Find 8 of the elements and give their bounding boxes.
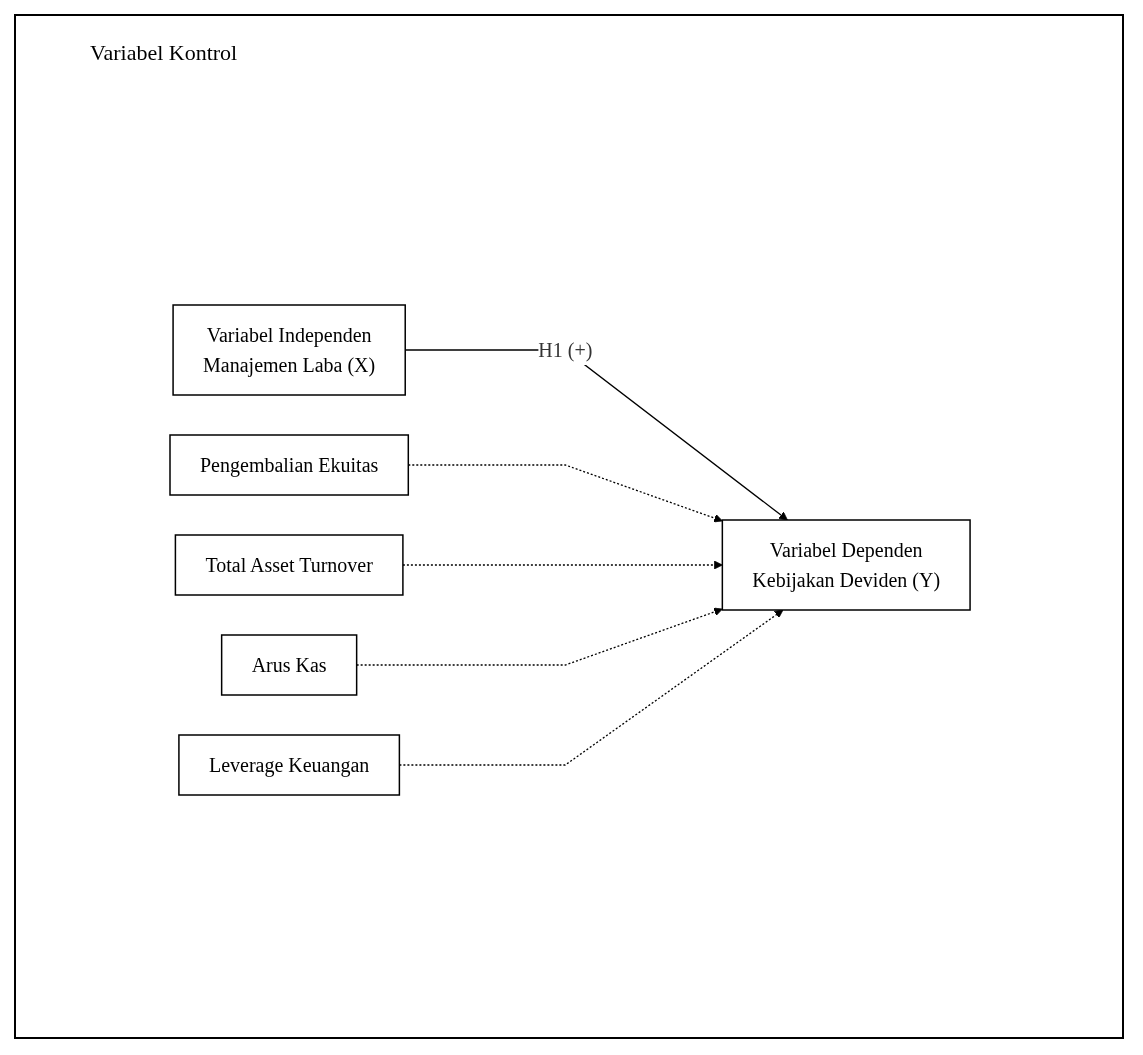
node-box: Variabel Independen Manajemen Laba (X) bbox=[172, 304, 406, 396]
group-heading: Variabel Kontrol bbox=[90, 40, 238, 66]
node-box: Variabel Dependen Kebijakan Deviden (Y) bbox=[721, 519, 971, 611]
node-box: Leverage Keuangan bbox=[178, 734, 401, 796]
node-box: Pengembalian Ekuitas bbox=[169, 434, 409, 496]
node-box: Total Asset Turnover bbox=[174, 534, 404, 596]
node-box: Arus Kas bbox=[220, 634, 358, 696]
edge-label: H1 (+) bbox=[538, 339, 593, 361]
